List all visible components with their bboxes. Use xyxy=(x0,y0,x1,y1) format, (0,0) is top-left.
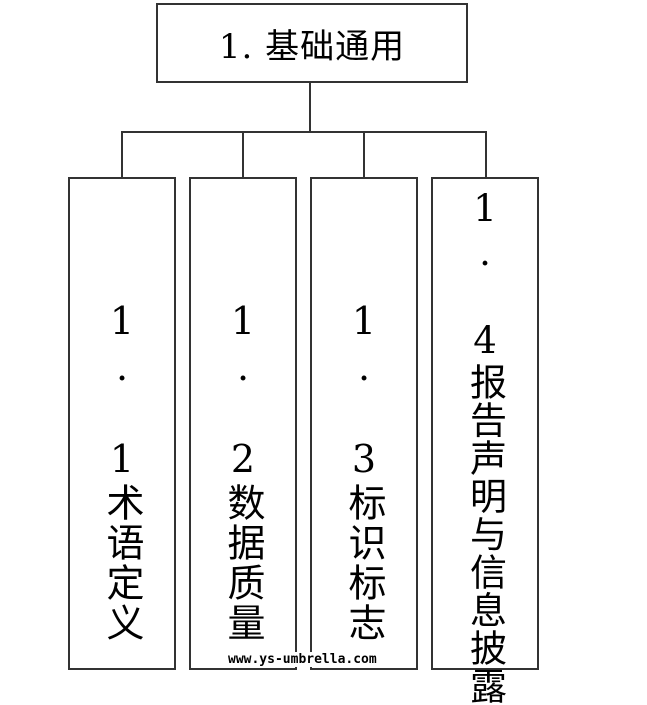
connector-child-3 xyxy=(363,131,365,177)
connector-root-stem xyxy=(309,83,311,132)
watermark-text: www.ys-umbrella.com xyxy=(226,652,379,667)
root-node-label: 1. 基础通用 xyxy=(218,26,406,67)
child-node-label: 1. 2数据质量 xyxy=(221,299,265,643)
connector-child-2 xyxy=(242,131,244,177)
root-node: 1. 基础通用 xyxy=(156,3,468,83)
hierarchy-diagram: 1. 基础通用 1. 1术语定义 1. 2数据质量 1. 3标识标志 1. 4报… xyxy=(68,3,539,705)
child-node-label: 1. 3标识标志 xyxy=(342,299,386,643)
connector-child-1 xyxy=(121,131,123,177)
connector-child-4 xyxy=(485,131,487,177)
child-node-label: 1. 4报告声明与信息披露 xyxy=(463,187,507,705)
child-node-label: 1. 1术语定义 xyxy=(100,299,144,643)
child-node-terminology: 1. 1术语定义 xyxy=(68,177,176,670)
connector-horizontal-bar xyxy=(121,131,487,133)
child-node-identification: 1. 3标识标志 xyxy=(310,177,418,670)
child-node-data-quality: 1. 2数据质量 xyxy=(189,177,297,670)
child-node-disclosure: 1. 4报告声明与信息披露 xyxy=(431,177,539,705)
